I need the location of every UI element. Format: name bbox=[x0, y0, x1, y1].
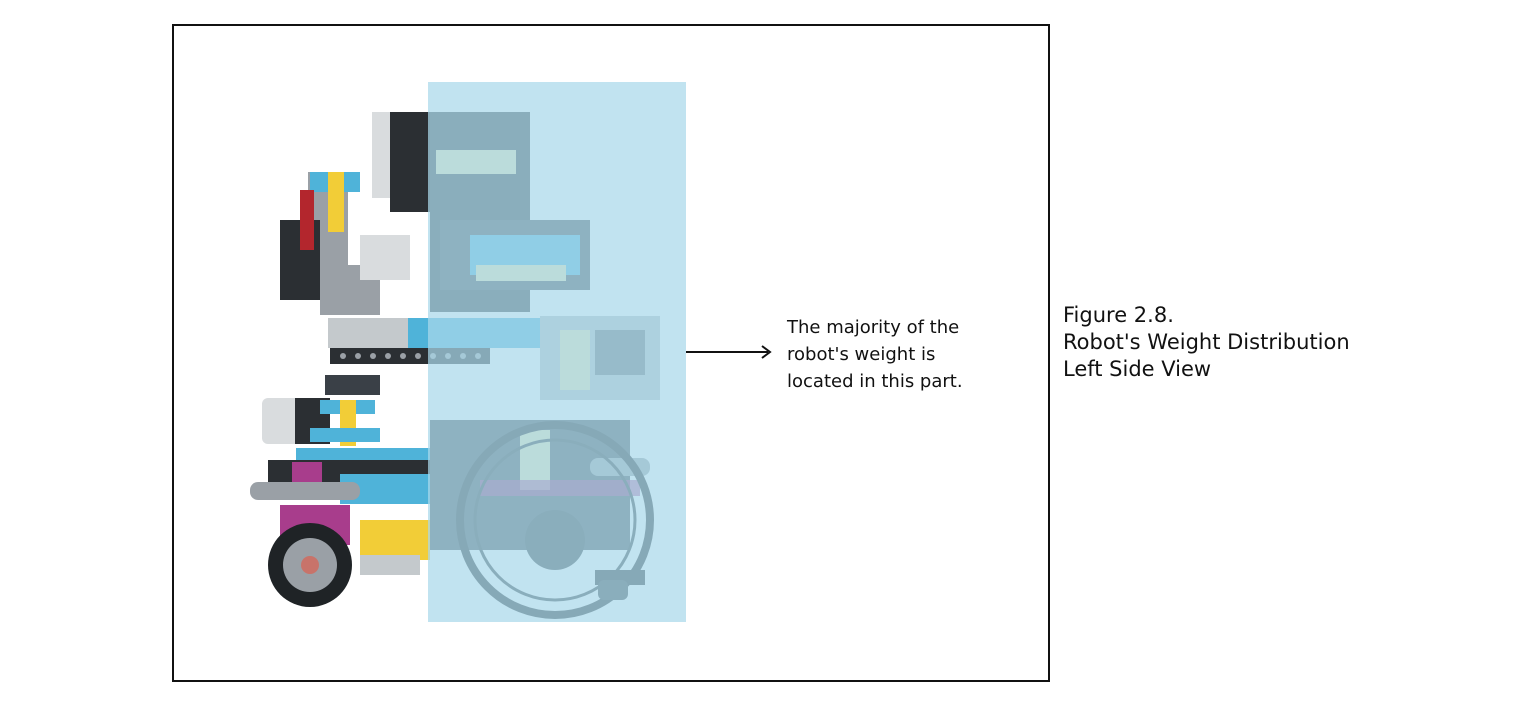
weight-annotation: The majority of the robot's weight is lo… bbox=[787, 317, 963, 392]
arrow-right-icon bbox=[686, 345, 772, 359]
figure-number: Figure 2.8. bbox=[1063, 303, 1174, 327]
figure-title: Robot's Weight Distribution bbox=[1063, 330, 1350, 354]
figure-view: Left Side View bbox=[1063, 357, 1212, 381]
figure-frame bbox=[172, 24, 1050, 682]
figure-caption: Figure 2.8. Robot's Weight Distribution … bbox=[1063, 302, 1483, 383]
weight-highlight-region bbox=[428, 82, 686, 622]
